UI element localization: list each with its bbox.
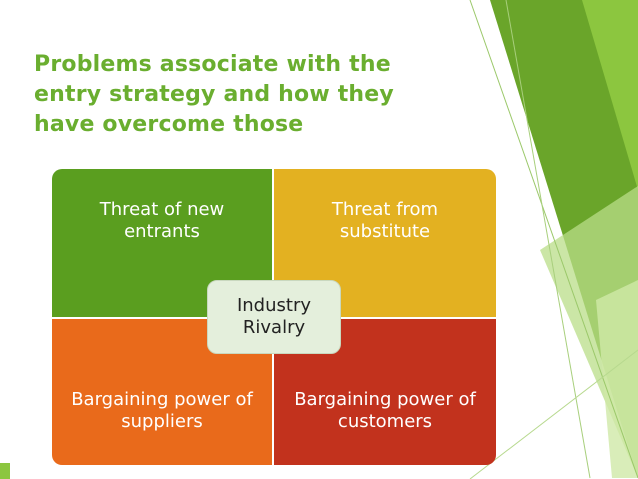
center-label: Industry Rivalry (236, 295, 312, 338)
quadrant-label-bottom-left: Bargaining power of suppliers (71, 389, 253, 432)
deco-thin-line-3 (469, 349, 638, 479)
slide-title: Problems associate with the entry strate… (34, 52, 394, 137)
quadrant-label-top-left: Threat of new entrants (99, 199, 225, 242)
porters-five-forces-matrix: Threat of new entrants Threat from subst… (52, 169, 496, 465)
quadrant-threat-from-substitute: Threat from substitute (274, 169, 496, 317)
deco-thin-line-2 (505, 0, 591, 479)
center-industry-rivalry: Industry Rivalry (207, 280, 341, 354)
quadrant-label-bottom-right: Bargaining power of customers (294, 389, 476, 432)
deco-top-right-light-facet (582, 0, 638, 190)
quadrant-label-top-right: Threat from substitute (331, 199, 439, 242)
deco-bottom-left-accent (0, 463, 10, 479)
deco-thin-line-1 (469, 0, 638, 479)
deco-bottom-right-pale-facet (596, 280, 638, 478)
